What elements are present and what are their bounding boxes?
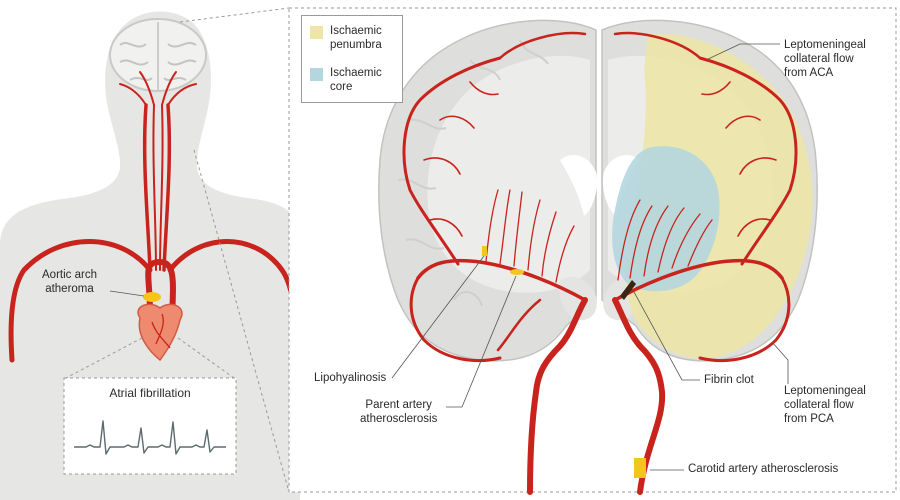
aortic-arch-plaque: [143, 292, 161, 302]
legend-penumbra-label: Ischaemic penumbra: [330, 25, 382, 51]
af-connectors: [65, 337, 235, 379]
fibrin-clot: [620, 280, 636, 300]
zoom-connectors: [179, 7, 290, 493]
core-swatch: [310, 68, 323, 81]
legend-core-label: Ischaemic core: [330, 67, 382, 93]
brain-arteries: [402, 31, 798, 495]
aortic-arch-leader: [109, 290, 145, 297]
penumbra-swatch: [310, 26, 323, 39]
parent-artery-plaque: [510, 269, 524, 275]
legend-item-core: Ischaemic core: [310, 66, 382, 94]
heart-icon: [137, 303, 183, 362]
label-parent-artery-atherosclerosis: Parent artery atherosclerosis: [360, 399, 438, 425]
atrial-fibrillation-box: [63, 377, 237, 475]
leader-lines: [391, 43, 789, 471]
label-leptomeningeal-pca: Leptomeningeal collateral flow from PCA: [784, 385, 866, 425]
body-arteries: [8, 71, 298, 363]
brain-icon: [109, 18, 207, 92]
label-fibrin-clot: Fibrin clot: [704, 374, 754, 386]
legend-item-penumbra: Ischaemic penumbra: [310, 24, 382, 52]
ecg-trace-icon: [74, 420, 226, 455]
legend: Ischaemic penumbra Ischaemic core: [301, 15, 403, 103]
label-lipohyalinosis: Lipohyalinosis: [314, 372, 387, 384]
label-aortic-arch-atheroma: Aortic arch atheroma: [42, 269, 97, 295]
label-atrial-fibrillation: Atrial fibrillation: [109, 386, 191, 400]
lipohyalinosis-plaque: [482, 246, 487, 256]
label-carotid-artery-atherosclerosis: Carotid artery atherosclerosis: [688, 463, 839, 475]
label-leptomeningeal-aca: Leptomeningeal collateral flow from ACA: [784, 39, 866, 79]
carotid-plaque: [634, 458, 646, 478]
